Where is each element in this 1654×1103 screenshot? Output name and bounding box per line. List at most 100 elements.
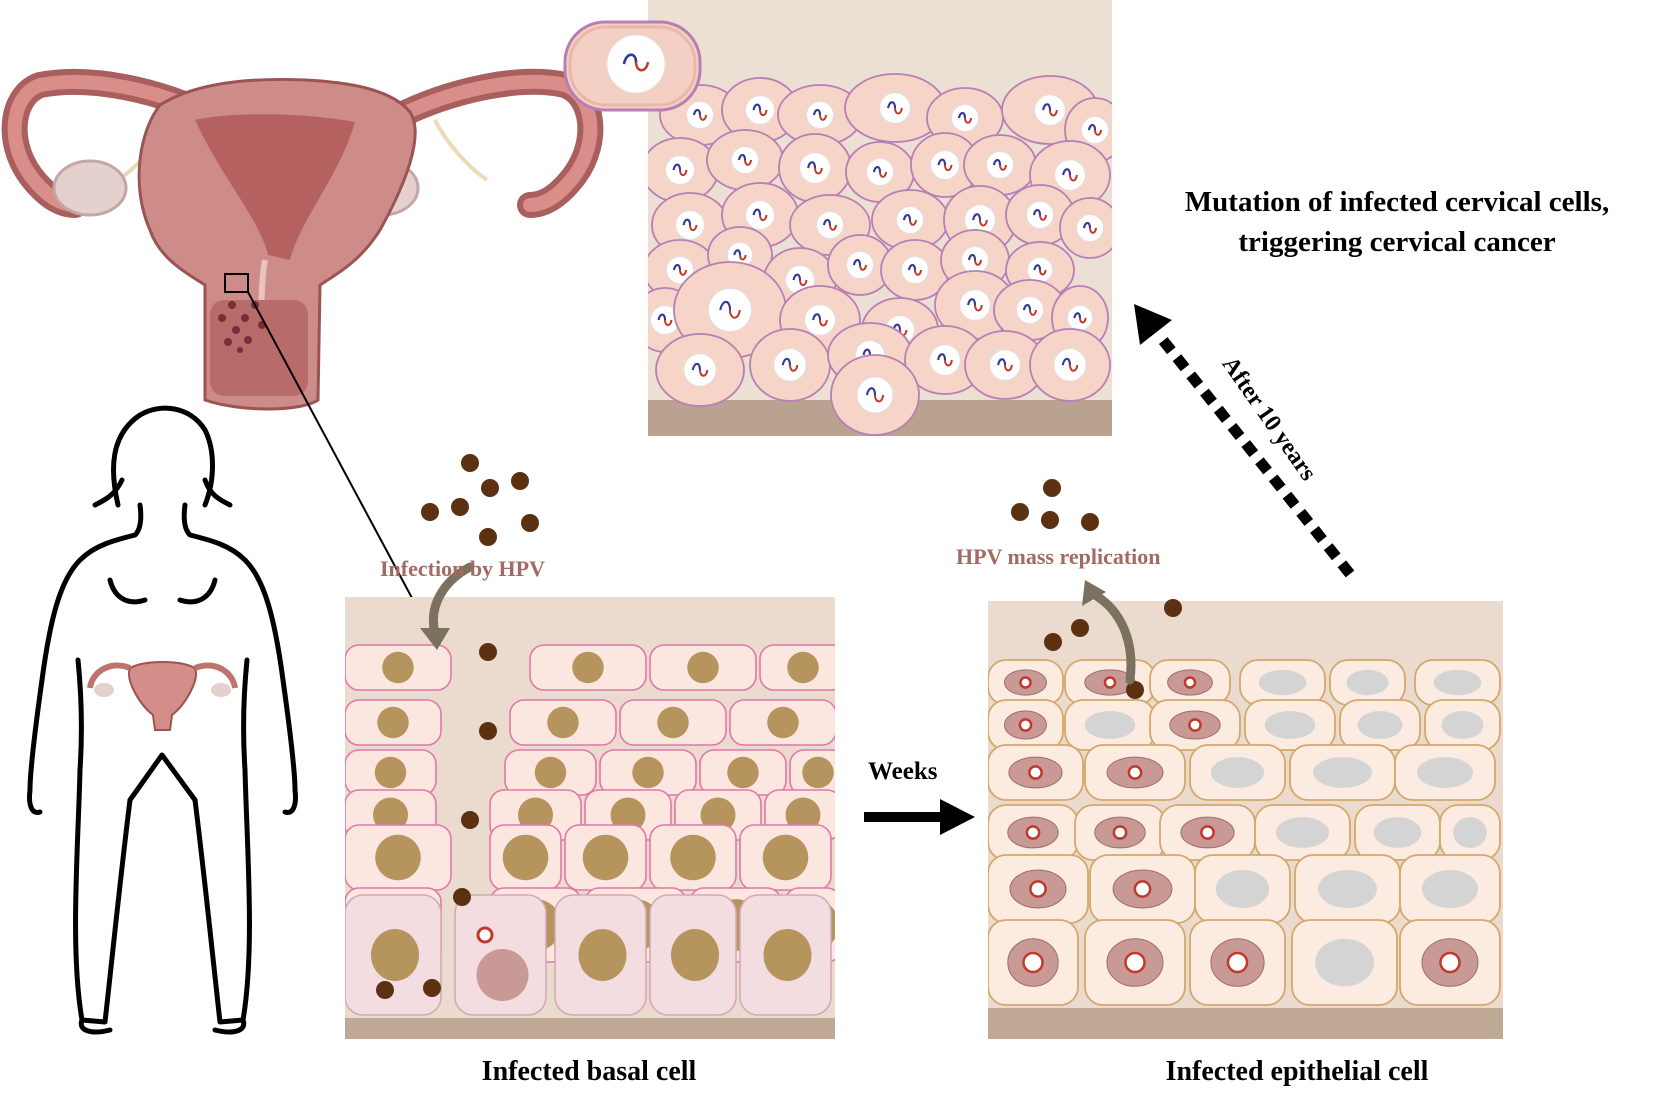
cancer-tissue-panel [648,0,1112,436]
nucleus [671,929,719,981]
hpv-particle [461,811,479,829]
nucleus [657,706,689,739]
nucleus [578,929,627,981]
hpv-particle [423,979,441,997]
viral-dna [1033,264,1041,271]
viral-dna [672,163,681,171]
replication-label: HPV mass replication [956,544,1161,569]
viral-episome [1103,676,1117,689]
viral-episome [1124,951,1146,974]
hpv-particles [376,454,1182,999]
nucleus [377,706,409,739]
healthy-nucleus [1215,869,1270,909]
infected-nucleus [476,949,529,1001]
woman-silhouette [27,405,298,1035]
viral-dna [872,165,881,173]
hpv-particle [1041,511,1059,529]
nucleus [582,834,629,881]
viral-episome [1025,825,1041,840]
hpv-particle [453,888,471,906]
viral-dna [752,103,761,111]
viral-dna [972,213,981,221]
viral-dna [1022,303,1031,311]
basal-tissue-panel [345,597,835,1039]
viral-dna [1073,312,1081,319]
viral-dna [1082,221,1091,229]
healthy-nucleus [1433,669,1482,696]
viral-episome [1029,880,1047,898]
hpv-particle [521,514,539,532]
viral-episome [1022,951,1044,974]
viral-dna [862,348,871,356]
viral-dna [752,208,761,216]
nucleus [727,756,759,789]
zoom-box [224,273,249,293]
detached-cancer-cell [563,20,702,112]
nucleus [375,834,421,881]
healthy-nucleus [1210,757,1265,788]
viral-dna [1032,208,1041,216]
nucleus [787,651,819,684]
nucleus [610,797,646,833]
nucleus [373,797,408,833]
viral-dna [692,108,701,116]
viral-dna [737,153,746,161]
ovary-left [52,159,128,217]
viral-dna [781,357,791,366]
hpv-particle [479,722,497,740]
nucleus [632,756,664,789]
viral-dna [887,101,896,109]
nucleus [374,756,407,789]
epithelial-tissue-panel [988,601,1503,1039]
mutation-line-2: triggering cervical cancer [1238,226,1556,258]
hpv-particle [1011,503,1029,521]
viral-episome [1188,718,1202,732]
nucleus [763,929,812,981]
viral-dna [672,263,681,271]
healthy-nucleus [1258,669,1307,696]
hpv-particle [376,981,394,999]
hpv-particle [451,498,469,516]
viral-episome [1112,825,1128,840]
ten-year-arrow [1153,330,1355,578]
healthy-nucleus [1346,669,1389,696]
viral-episome [476,926,494,944]
hpv-particle [1126,681,1144,699]
hpv-particle [1164,599,1182,617]
viral-dna [812,313,821,321]
basement-membrane-basal [345,1018,835,1039]
viral-episome [1127,765,1143,780]
mini-uterus [87,661,238,731]
weeks-label: Weeks [868,758,938,785]
hpv-particle [479,528,497,546]
infection-label: Infection by HPV [380,556,545,581]
viral-episome [1439,951,1461,974]
healthy-nucleus [1357,711,1403,739]
nucleus [572,651,604,684]
viral-dna [822,218,831,226]
healthy-nucleus [1275,817,1330,848]
viral-dna [682,218,691,226]
viral-dna [852,258,861,266]
hpv-particle [479,643,497,661]
zoom-line [247,291,428,627]
hpv-particle [1081,513,1099,531]
healthy-nucleus [1422,869,1478,909]
nucleus [802,756,834,789]
viral-dna [967,253,976,261]
hpv-particle [421,503,439,521]
viral-dna [812,108,821,116]
nucleus [534,756,567,789]
healthy-nucleus [1264,711,1316,739]
viral-episome [1183,676,1197,689]
viral-dna [902,213,911,221]
viral-dna [807,161,816,169]
hpv-particle [461,454,479,472]
viral-dna [1062,168,1071,176]
nucleus [382,651,414,684]
nucleus [518,797,553,833]
replication-arrow [1090,590,1136,685]
viral-dna [957,111,966,119]
viral-dna [1042,103,1051,111]
